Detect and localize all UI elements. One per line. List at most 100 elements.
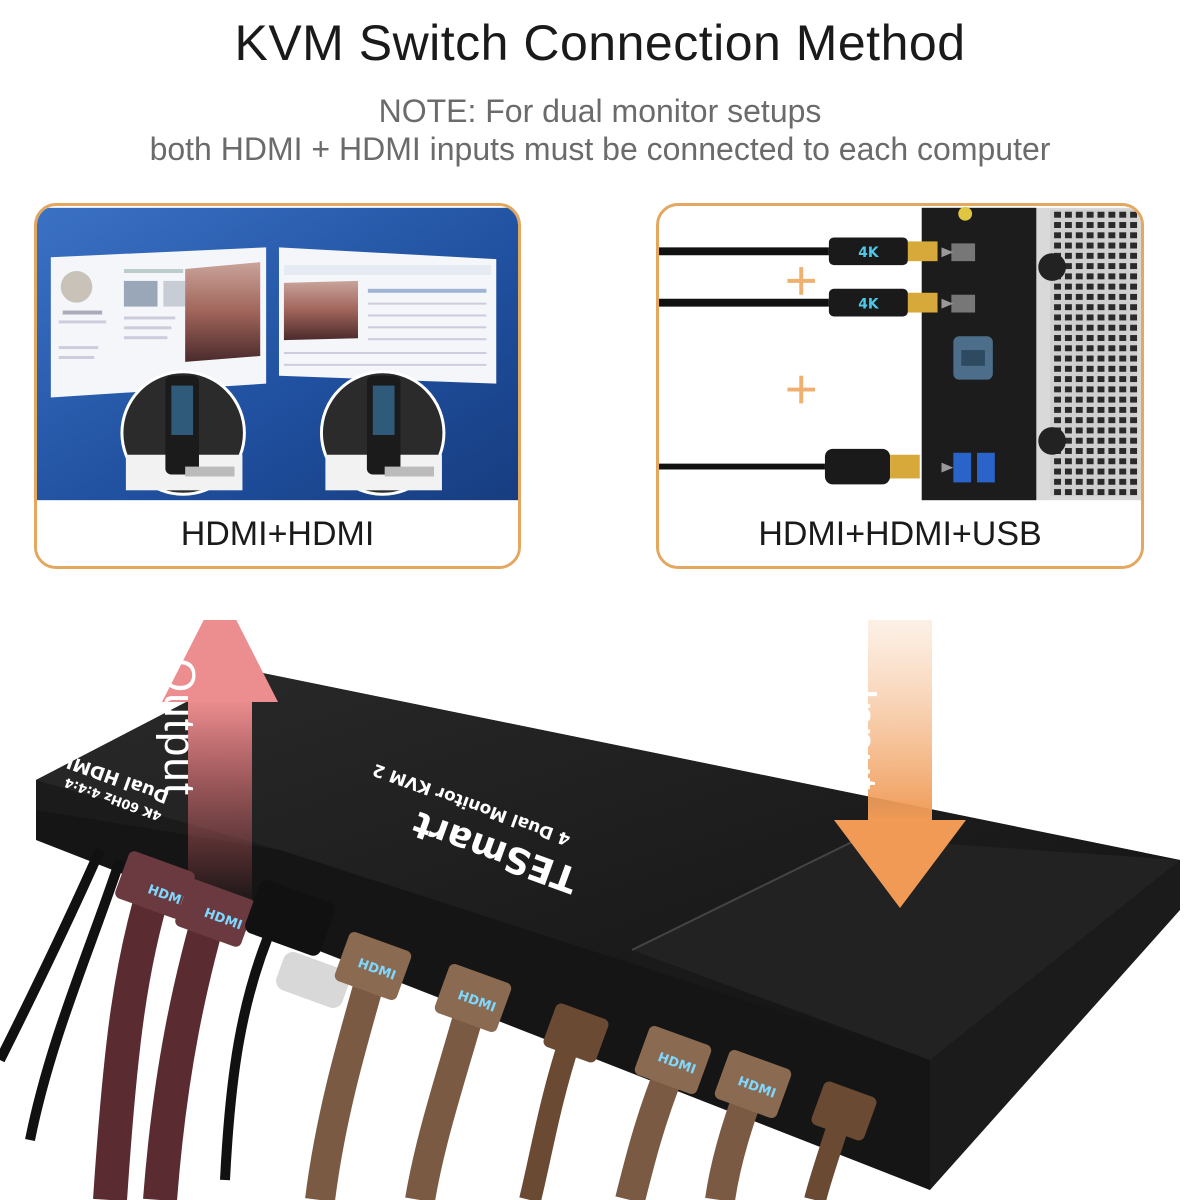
vent-hole [1119, 427, 1127, 434]
vent-hole [1108, 417, 1116, 424]
vent-hole [1108, 345, 1116, 352]
vent-hole [1054, 386, 1061, 393]
vent-hole [1075, 222, 1083, 228]
vent-hole [1054, 232, 1061, 239]
vent-hole [1064, 365, 1072, 372]
vent-hole [1075, 314, 1083, 321]
vent-hole [1054, 283, 1061, 290]
vent-hole [1108, 468, 1116, 475]
vent-hole [1097, 335, 1105, 341]
vent-hole [1064, 211, 1072, 218]
vent-hole [1054, 345, 1061, 352]
vent-hole [1086, 448, 1094, 454]
vent-hole [1075, 263, 1083, 270]
right-port-zoom [319, 370, 446, 496]
vent-hole [1086, 335, 1094, 341]
vent-hole [1075, 324, 1083, 331]
vent-hole [1130, 252, 1138, 259]
vent-hole [1130, 386, 1138, 393]
vent-hole [1097, 458, 1105, 465]
input-label: Input [837, 688, 886, 791]
vent-hole [1064, 396, 1072, 403]
vent-hole [1064, 252, 1072, 259]
vent-hole [1064, 427, 1072, 434]
vent-hole [1075, 448, 1083, 454]
vent-hole [1130, 427, 1138, 434]
vent-hole [1054, 211, 1061, 218]
vent-hole [1108, 252, 1116, 259]
vent-hole [1064, 417, 1072, 424]
vent-hole [1086, 222, 1094, 228]
vent-hole [1086, 273, 1094, 280]
vent-hole [1054, 365, 1061, 372]
vent-hole [1097, 293, 1105, 300]
vent-hole [1097, 489, 1105, 496]
vent-hole [1119, 293, 1127, 300]
vent-hole [1097, 345, 1105, 352]
vent-hole [1075, 232, 1083, 239]
vent-hole [1064, 355, 1072, 362]
vent-hole [1086, 263, 1094, 270]
vent-hole [1097, 396, 1105, 403]
vent-hole [1064, 458, 1072, 465]
vent-hole [1075, 427, 1083, 434]
vent-hole [1086, 314, 1094, 321]
vent-hole [1064, 437, 1072, 444]
vent-hole [1130, 293, 1138, 300]
plus-icons [787, 267, 816, 404]
vent-hole [1075, 283, 1083, 290]
vent-hole [1130, 304, 1138, 311]
vent-hole [1086, 242, 1094, 249]
usb-flash-drive [276, 952, 350, 1008]
vent-hole [1064, 283, 1072, 290]
vent-hole [1075, 345, 1083, 352]
vent-hole [1097, 232, 1105, 239]
hdmi-plug-1: 4K [828, 237, 938, 266]
vent-hole [1119, 355, 1127, 362]
vent-hole [1054, 314, 1061, 321]
usb-plug [824, 448, 920, 485]
vent-hole [1075, 458, 1083, 465]
vent-hole [1075, 293, 1083, 300]
vent-hole [1130, 273, 1138, 280]
vent-hole [1054, 489, 1061, 496]
vent-hole [1064, 448, 1072, 454]
vent-hole [1075, 417, 1083, 424]
vent-hole [1075, 335, 1083, 341]
vent-hole [1086, 427, 1094, 434]
vent-hole [1119, 273, 1127, 280]
vent-hole [1054, 406, 1061, 413]
vent-hole [1119, 242, 1127, 249]
vent-hole [1119, 406, 1127, 413]
vent-hole [1119, 386, 1127, 393]
vent-hole [1054, 304, 1061, 311]
vent-hole [1119, 283, 1127, 290]
vent-hole [1108, 293, 1116, 300]
vent-hole [1119, 222, 1127, 228]
vent-hole [1119, 478, 1127, 485]
input-cables: HDMI HDMI HDMI HDMI [305, 931, 877, 1200]
vent-hole [1064, 468, 1072, 475]
vent-hole [1119, 211, 1127, 218]
vent-hole [1108, 478, 1116, 485]
vent-hole [1108, 283, 1116, 290]
vent-hole [1064, 273, 1072, 280]
vent-hole [1086, 211, 1094, 218]
vent-hole [1064, 335, 1072, 341]
vent-hole [1086, 293, 1094, 300]
vent-hole [1108, 314, 1116, 321]
hdmi-hdmi-usb-panel: 4K 4K HDMI+HDMI+USB [656, 203, 1144, 569]
vent-hole [1075, 437, 1083, 444]
vent-hole [1130, 489, 1138, 496]
vent-hole [1075, 365, 1083, 372]
vent-hole [1086, 365, 1094, 372]
vent-hole [1064, 489, 1072, 496]
vent-hole [1075, 478, 1083, 485]
vent-hole [1097, 376, 1105, 383]
vent-hole [1119, 376, 1127, 383]
vent-hole [1108, 232, 1116, 239]
vent-hole [1097, 417, 1105, 424]
vent-hole [1097, 242, 1105, 249]
vent-hole [1086, 458, 1094, 465]
vent-hole [1097, 283, 1105, 290]
